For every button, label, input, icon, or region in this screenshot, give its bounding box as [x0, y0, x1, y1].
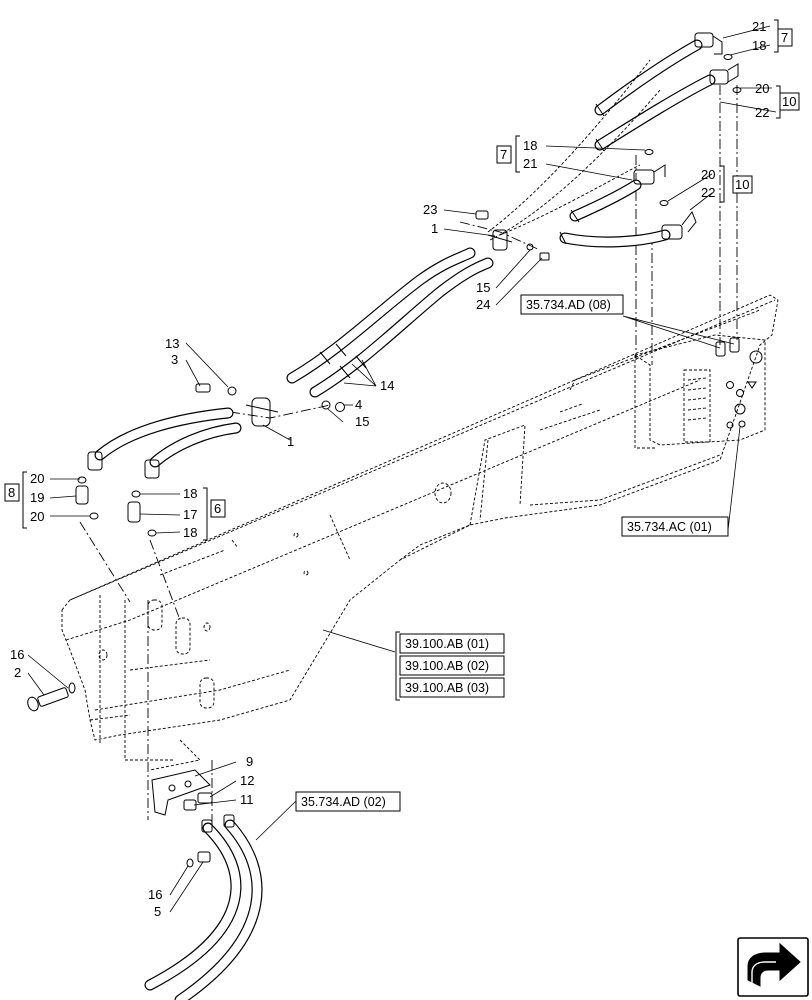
callout-20-l2: 20 [30, 509, 44, 524]
ref-text-39-100-ab-01: 39.100.AB (01) [405, 637, 489, 651]
callout-9: 9 [246, 754, 253, 769]
callout-20-mid: 20 [701, 167, 715, 182]
callout-18-l1: 18 [183, 486, 197, 501]
callout-23: 23 [423, 202, 437, 217]
callout-18-mid: 18 [523, 138, 537, 153]
ref-link-39-100-ab-01[interactable]: 39.100.AB (01) [399, 633, 505, 654]
callout-13: 13 [165, 336, 179, 351]
callout-18-l2: 18 [183, 525, 197, 540]
callout-10-mid: 10 [735, 177, 749, 192]
callout-1-mid: 1 [287, 434, 294, 449]
callout-20-tr: 20 [755, 81, 769, 96]
chassis-frame [61, 294, 779, 771]
callout-18-top: 18 [752, 38, 766, 53]
ref-text-39-100-ab-03: 39.100.AB (03) [405, 681, 489, 695]
callout-8: 8 [8, 485, 15, 500]
callout-24: 24 [476, 297, 490, 312]
callout-7-top: 7 [781, 30, 788, 45]
ref-link-39-100-ab-03[interactable]: 39.100.AB (03) [399, 677, 505, 698]
next-page-arrow-icon[interactable] [737, 937, 809, 997]
ref-link-39-100-ab-02[interactable]: 39.100.AB (02) [399, 655, 505, 676]
callout-15-mid: 15 [355, 414, 369, 429]
callouts: 21 18 7 20 22 10 18 21 7 20 22 10 23 1 1… [4, 19, 800, 919]
callout-6: 6 [214, 501, 221, 516]
callout-5: 5 [154, 904, 161, 919]
callout-22-tr: 22 [755, 105, 769, 120]
callout-21-top: 21 [752, 19, 766, 34]
callout-14: 14 [380, 378, 394, 393]
callout-20-l1: 20 [30, 471, 44, 486]
callout-3: 3 [171, 352, 178, 367]
ref-link-35-734-ad-02[interactable]: 35.734.AD (02) [295, 791, 401, 812]
callout-16-b: 16 [148, 887, 162, 902]
valve-block [633, 334, 766, 449]
ref-text-39-100-ab-02: 39.100.AB (02) [405, 659, 489, 673]
ref-text-35-734-ac-01: 35.734.AC (01) [627, 520, 712, 534]
leader-lines [27, 25, 777, 913]
callout-21-mid: 21 [523, 156, 537, 171]
connection-centerlines [79, 85, 738, 830]
ref-text-35-734-ad-08: 35.734.AD (08) [526, 298, 611, 312]
callout-2: 2 [14, 665, 21, 680]
ref-link-35-734-ad-08[interactable]: 35.734.AD (08) [520, 294, 624, 315]
callout-16-a: 16 [10, 647, 24, 662]
callout-19: 19 [30, 490, 44, 505]
callout-15-top: 15 [476, 280, 490, 295]
callout-11: 11 [240, 792, 254, 807]
callout-17: 17 [183, 507, 197, 522]
fittings [27, 32, 742, 868]
callout-10-tr: 10 [782, 94, 796, 109]
callout-12: 12 [240, 773, 254, 788]
callout-7-mid: 7 [500, 147, 507, 162]
callout-1-top: 1 [431, 221, 438, 236]
callout-22-mid: 22 [701, 185, 715, 200]
ref-link-35-734-ac-01[interactable]: 35.734.AC (01) [621, 516, 729, 537]
hydraulic-hoses [94, 39, 716, 1000]
ref-text-35-734-ad-02: 35.734.AD (02) [301, 795, 386, 809]
reference-links: 35.734.AD (08) 35.734.AC (01) 39.100.AB … [295, 294, 729, 812]
callout-4: 4 [355, 397, 362, 412]
